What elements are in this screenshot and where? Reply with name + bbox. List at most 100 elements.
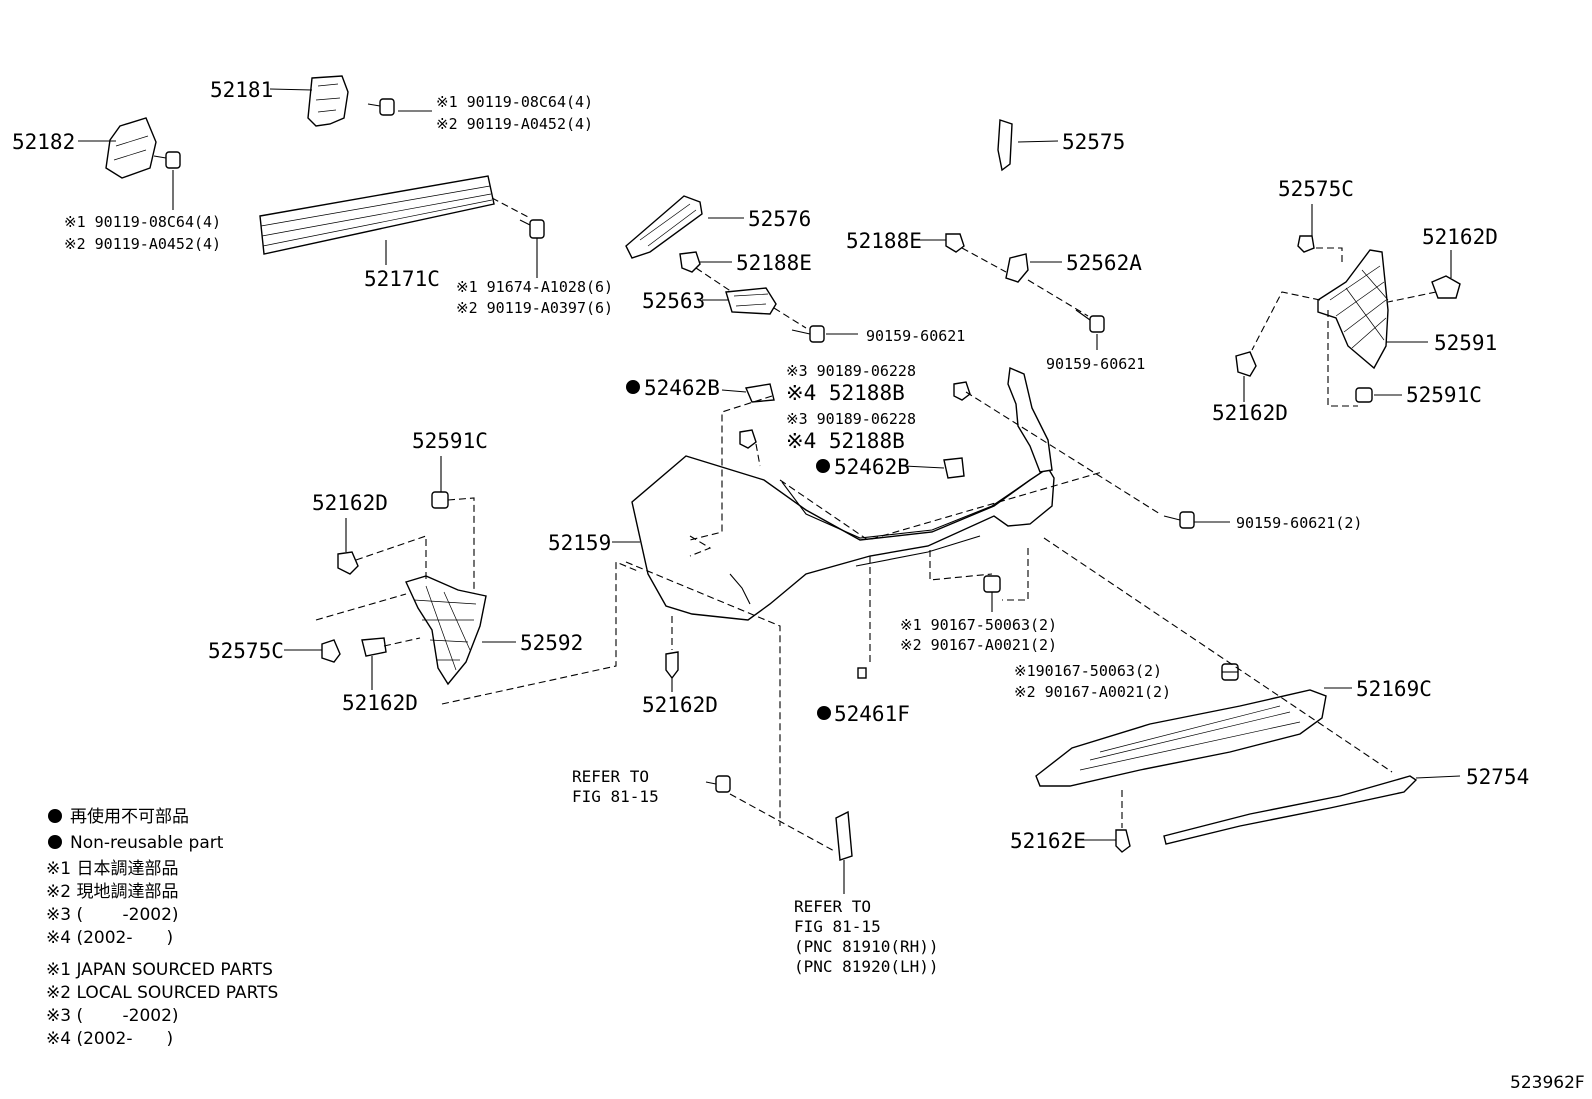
label-fastener-52182-2: ※2 90119-A0452(4) [64, 235, 221, 253]
retainer-52562a [1005, 253, 1029, 283]
legend: 再使用不可部品 Non-reusable part ※1 日本調達部品 ※2 現… [46, 806, 278, 1049]
label-52162d-left-bottom: 52162D [342, 691, 418, 715]
non-reusable-dot [626, 380, 640, 394]
pad-icon [943, 457, 965, 479]
clip-icon [945, 233, 965, 253]
label-fastener-52171c-1: ※1 91674-A1028(6) [456, 278, 613, 296]
side-retainer-52592 [405, 575, 487, 686]
bumper-cover-52159 [631, 366, 1055, 621]
label-90167-a0021-bottom: ※2 90167-A0021(2) [1014, 683, 1171, 701]
side-retainer-52591 [1317, 249, 1389, 370]
label-90159-60621-center: 90159-60621 [866, 327, 965, 345]
garnish-52754 [1163, 775, 1418, 845]
nut-icon [1355, 387, 1373, 403]
label-52182: 52182 [12, 130, 75, 154]
label-52162d-right-bottom: 52162D [1212, 401, 1288, 425]
label-52462b-right: 52462B [834, 455, 910, 479]
label-52188e-right: 52188E [846, 229, 922, 253]
label-90167-a0021-top: ※2 90167-A0021(2) [900, 636, 1057, 654]
refer-note-2-line-2: FIG 81-15 [794, 917, 881, 936]
label-fastener-52181-1: ※1 90119-08C64(4) [436, 93, 593, 111]
label-90159-60621-right: 90159-60621 [1046, 355, 1145, 373]
clip-icon [361, 637, 387, 657]
label-fastener-52181-2: ※2 90119-A0452(4) [436, 115, 593, 133]
legend-note1-en: ※1 JAPAN SOURCED PARTS [46, 960, 273, 980]
screw-icon [1075, 309, 1105, 333]
label-fastener-52171c-2: ※2 90119-A0397(6) [456, 299, 613, 317]
label-52591: 52591 [1434, 331, 1497, 355]
legend-note3-jp: ※3 ( -2002) [46, 905, 179, 925]
reinforcement-52171c [259, 175, 495, 255]
leader-lines [78, 88, 1461, 894]
retainer-52576 [625, 195, 703, 259]
bolt-icon [519, 219, 545, 239]
legend-dot [48, 809, 62, 823]
refer-note-1-line-1: REFER TO [572, 767, 649, 786]
label-52591c-left: 52591C [412, 429, 488, 453]
refer-note-2-line-4: (PNC 81920(LH)) [794, 957, 939, 976]
clip-icon [321, 639, 341, 663]
refer-note-1-line-2: FIG 81-15 [572, 787, 659, 806]
screw-icon [983, 575, 1001, 593]
legend-dot [48, 835, 62, 849]
label-90167-50063-top: ※1 90167-50063(2) [900, 616, 1057, 634]
pad-icon [857, 667, 867, 679]
label-52181: 52181 [210, 78, 273, 102]
legend-note2-jp: ※2 現地調達部品 [46, 882, 178, 902]
label-52591c-right: 52591C [1406, 383, 1482, 407]
bracket-52181 [307, 75, 349, 127]
label-52162d-right-top: 52162D [1422, 225, 1498, 249]
label-52162e: 52162E [1010, 829, 1086, 853]
bumper-labels: 52462B ※3 90189-06228 ※4 52188B ※3 90189… [208, 362, 1529, 976]
clip-icon [337, 551, 359, 575]
clip-icon [1115, 829, 1131, 853]
legend-note4-en: ※4 (2002- ) [46, 1029, 173, 1049]
legend-note4-jp: ※4 (2002- ) [46, 928, 173, 948]
label-90189-06228-top: ※3 90189-06228 [786, 362, 916, 380]
legend-nonreusable-jp: 再使用不可部品 [70, 806, 189, 827]
refer-note-2-line-1: REFER TO [794, 897, 871, 916]
legend-note1-jp: ※1 日本調達部品 [46, 859, 178, 879]
label-52461f: 52461F [834, 702, 910, 726]
bracket-52182 [105, 117, 157, 179]
part-labels: 52181 52182 ※1 90119-08C64(4) ※2 90119-A… [12, 78, 1498, 425]
non-reusable-dot [817, 706, 831, 720]
label-52575c-right: 52575C [1278, 177, 1354, 201]
label-52162d-center: 52162D [642, 693, 718, 717]
refer-note-2-line-3: (PNC 81910(RH)) [794, 937, 939, 956]
label-52575c-left: 52575C [208, 639, 284, 663]
label-52592: 52592 [520, 631, 583, 655]
clip-icon [1297, 235, 1315, 253]
legend-nonreusable-en: Non-reusable part [70, 833, 224, 853]
bolt-icon [367, 98, 395, 116]
screw-icon [705, 775, 731, 793]
bolt-icon [153, 151, 181, 169]
label-52576: 52576 [748, 207, 811, 231]
label-52575: 52575 [1062, 130, 1125, 154]
label-52754: 52754 [1466, 765, 1529, 789]
label-52159: 52159 [548, 531, 611, 555]
figure-id: 523962F [1510, 1073, 1585, 1093]
label-90167-50063-bottom: ※190167-50063(2) [1014, 662, 1162, 680]
label-52171c: 52171C [364, 267, 440, 291]
label-52188b-bottom: ※4 52188B [786, 429, 905, 453]
label-52462b-left: 52462B [644, 376, 720, 400]
screw-icon [1163, 511, 1195, 529]
clip-icon [739, 429, 757, 449]
label-52162d-left-top: 52162D [312, 491, 388, 515]
label-fastener-52182-1: ※1 90119-08C64(4) [64, 213, 221, 231]
clip-icon [665, 651, 679, 680]
label-52188b-top: ※4 52188B [786, 381, 905, 405]
diffuser-52169c [1035, 689, 1327, 787]
reflector-icon [835, 810, 853, 861]
label-52563: 52563 [642, 289, 705, 313]
clip-icon [953, 381, 971, 401]
label-52562a: 52562A [1066, 251, 1142, 275]
clip-icon [1431, 275, 1461, 299]
label-52169c: 52169C [1356, 677, 1432, 701]
clip-icon [1235, 351, 1257, 377]
assembly-lines [315, 197, 1437, 853]
legend-note2-en: ※2 LOCAL SOURCED PARTS [46, 983, 278, 1003]
retainer-52563 [725, 287, 777, 315]
